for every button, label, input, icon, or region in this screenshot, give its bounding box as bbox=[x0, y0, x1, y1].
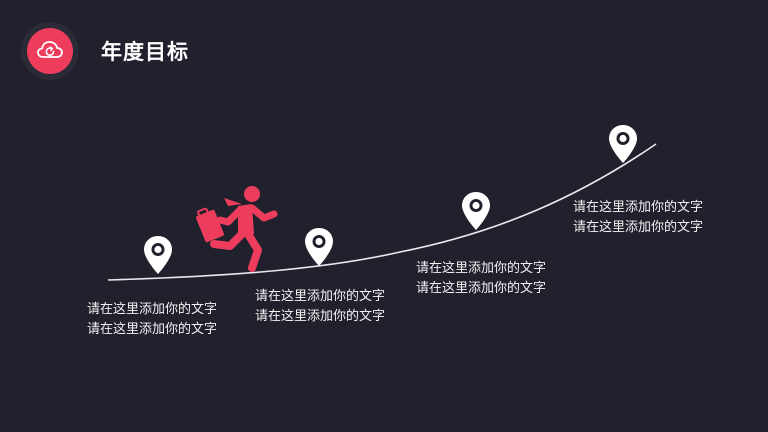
milestone-text-2: 请在这里添加你的文字请在这里添加你的文字 bbox=[254, 289, 385, 324]
map-pin-icon bbox=[462, 192, 490, 230]
milestone-text-4: 请在这里添加你的文字请在这里添加你的文字 bbox=[572, 200, 703, 235]
milestone-text-1: 请在这里添加你的文字请在这里添加你的文字 bbox=[86, 302, 217, 337]
milestone-text-3: 请在这里添加你的文字请在这里添加你的文字 bbox=[415, 261, 546, 296]
map-pin-icon bbox=[305, 228, 333, 266]
map-pin-icon bbox=[609, 125, 637, 163]
title-badge bbox=[27, 28, 73, 74]
running-businessman-icon bbox=[196, 186, 278, 272]
cloud-refresh-icon bbox=[37, 41, 63, 58]
page-title: 年度目标 bbox=[101, 40, 189, 64]
map-pin-icon bbox=[144, 236, 172, 274]
